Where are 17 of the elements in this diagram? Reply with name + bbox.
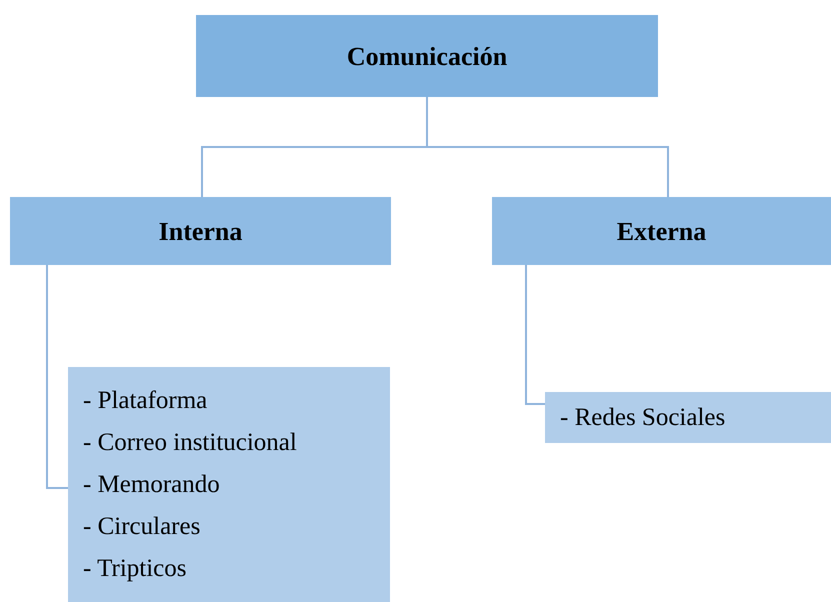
list-item: - Redes Sociales: [560, 402, 726, 432]
connector-line: [525, 265, 545, 405]
list-item: - Circulares: [83, 512, 202, 542]
category-box: [492, 197, 831, 265]
list-item: - Memorando: [83, 470, 221, 500]
box-heading: Comunicación: [346, 40, 508, 72]
box-heading: Externa: [616, 216, 706, 248]
category-box: [10, 197, 391, 265]
list-box: [545, 392, 831, 443]
connector-line: [426, 97, 669, 197]
list-box: [68, 367, 390, 602]
box-heading: Interna: [158, 216, 242, 248]
list-item: - Plataforma: [83, 386, 208, 416]
list-item: - Tripticos: [83, 554, 188, 584]
category-box: [196, 15, 658, 97]
connector-line: [46, 265, 68, 489]
list-item: - Correo institucional: [83, 428, 298, 458]
